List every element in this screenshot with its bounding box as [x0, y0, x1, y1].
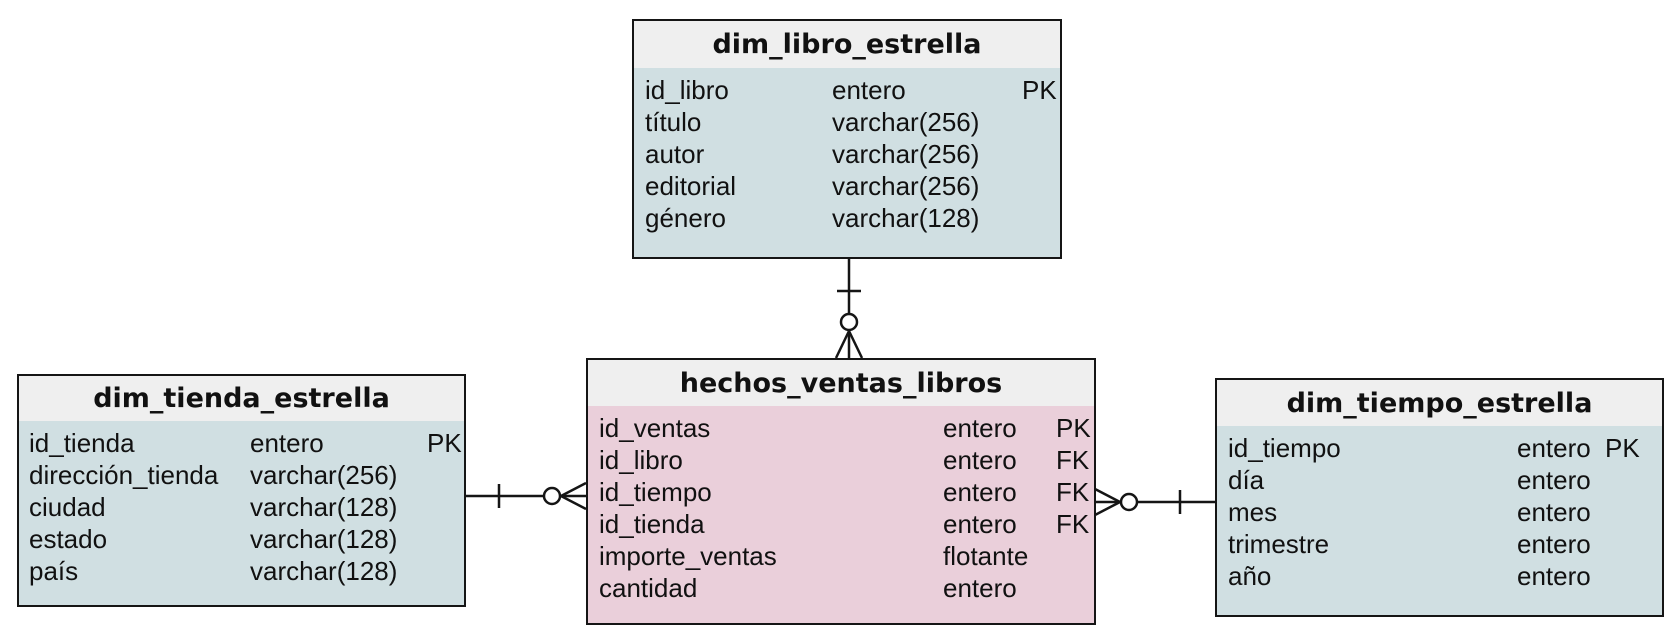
attribute-row: id_ventas entero PK — [588, 412, 1094, 444]
attribute-name: estado — [29, 524, 108, 554]
attribute-name: id_ventas — [599, 413, 711, 443]
attribute-type: entero — [1517, 433, 1591, 463]
entity-title: hechos_ventas_libros — [588, 360, 1094, 408]
attribute-row: autor varchar(256) — [634, 138, 1060, 170]
entity-title: dim_tiempo_estrella — [1217, 380, 1662, 428]
attribute-row: mes entero — [1217, 496, 1662, 528]
attribute-row: id_tiempo entero PK — [1217, 432, 1662, 464]
attribute-type: varchar(128) — [250, 524, 398, 554]
attribute-row: id_libro entero PK — [634, 74, 1060, 106]
attribute-row: dirección_tienda varchar(256) — [19, 459, 464, 491]
attribute-row: trimestre entero — [1217, 528, 1662, 560]
attribute-type: varchar(256) — [832, 171, 980, 201]
attribute-name: año — [1228, 561, 1272, 591]
attribute-type: entero — [1517, 465, 1591, 495]
attribute-key: PK — [1022, 75, 1057, 105]
connector-tiempo-hechos — [1094, 487, 1215, 517]
attribute-row: id_libro entero FK — [588, 444, 1094, 476]
attribute-row: cantidad entero — [588, 572, 1094, 604]
attribute-type: entero — [943, 573, 1017, 603]
attribute-row: id_tienda entero FK — [588, 508, 1094, 540]
attribute-name: id_tiempo — [1228, 433, 1341, 463]
entity-title: dim_tienda_estrella — [19, 376, 464, 423]
attribute-name: editorial — [645, 171, 737, 201]
attribute-name: dirección_tienda — [29, 460, 219, 490]
attribute-type: varchar(128) — [250, 492, 398, 522]
attribute-type: flotante — [943, 541, 1029, 571]
entity-attributes: id_libro entero PK título varchar(256) autor v… — [634, 68, 1060, 257]
attribute-row: id_tienda entero PK — [19, 427, 464, 459]
connector-tienda-hechos — [465, 481, 587, 511]
attribute-type: varchar(128) — [832, 203, 980, 233]
crow-foot-mark — [560, 481, 587, 498]
attribute-name: día — [1228, 465, 1265, 495]
attribute-type: entero — [832, 75, 906, 105]
attribute-type: varchar(128) — [250, 556, 398, 586]
attribute-name: mes — [1228, 497, 1278, 527]
attribute-type: entero — [1517, 497, 1591, 527]
attribute-name: ciudad — [29, 492, 106, 522]
attribute-type: entero — [1517, 529, 1591, 559]
attribute-row: género varchar(128) — [634, 202, 1060, 234]
crow-foot-mark — [1094, 487, 1121, 504]
attribute-key: PK — [1605, 433, 1640, 463]
attribute-type: varchar(256) — [832, 139, 980, 169]
attribute-name: trimestre — [1228, 529, 1330, 559]
attribute-name: id_libro — [599, 445, 683, 475]
attribute-row: ciudad varchar(128) — [19, 491, 464, 523]
attribute-name: id_tienda — [599, 509, 705, 539]
attribute-key: FK — [1056, 445, 1090, 475]
attribute-type: entero — [1517, 561, 1591, 591]
entity-title: dim_libro_estrella — [634, 21, 1060, 70]
attribute-row: estado varchar(128) — [19, 523, 464, 555]
zero-circle-mark — [839, 312, 859, 332]
attribute-key: FK — [1056, 509, 1090, 539]
attribute-name: id_tienda — [29, 428, 135, 458]
attribute-key: PK — [1056, 413, 1091, 443]
attribute-row: país varchar(128) — [19, 555, 464, 587]
attribute-row: importe_ventas flotante — [588, 540, 1094, 572]
attribute-key: PK — [427, 428, 462, 458]
zero-circle-mark — [542, 486, 562, 506]
crow-foot-mark — [834, 330, 851, 359]
attribute-row: id_tiempo entero FK — [588, 476, 1094, 508]
attribute-type: entero — [943, 509, 1017, 539]
connector-libro-hechos — [834, 258, 864, 359]
attribute-name: importe_ventas — [599, 541, 777, 571]
attribute-name: país — [29, 556, 79, 586]
attribute-type: entero — [943, 445, 1017, 475]
attribute-name: título — [645, 107, 702, 137]
attribute-type: entero — [943, 413, 1017, 443]
attribute-type: varchar(256) — [250, 460, 398, 490]
attribute-name: id_tiempo — [599, 477, 712, 507]
attribute-row: año entero — [1217, 560, 1662, 592]
attribute-type: entero — [250, 428, 324, 458]
attribute-name: género — [645, 203, 726, 233]
attribute-name: autor — [645, 139, 705, 169]
attribute-row: editorial varchar(256) — [634, 170, 1060, 202]
attribute-row: título varchar(256) — [634, 106, 1060, 138]
attribute-name: cantidad — [599, 573, 698, 603]
attribute-type: varchar(256) — [832, 107, 980, 137]
attribute-type: entero — [943, 477, 1017, 507]
attribute-name: id_libro — [645, 75, 729, 105]
attribute-row: día entero — [1217, 464, 1662, 496]
zero-circle-mark — [1119, 492, 1139, 512]
attribute-key: FK — [1056, 477, 1090, 507]
